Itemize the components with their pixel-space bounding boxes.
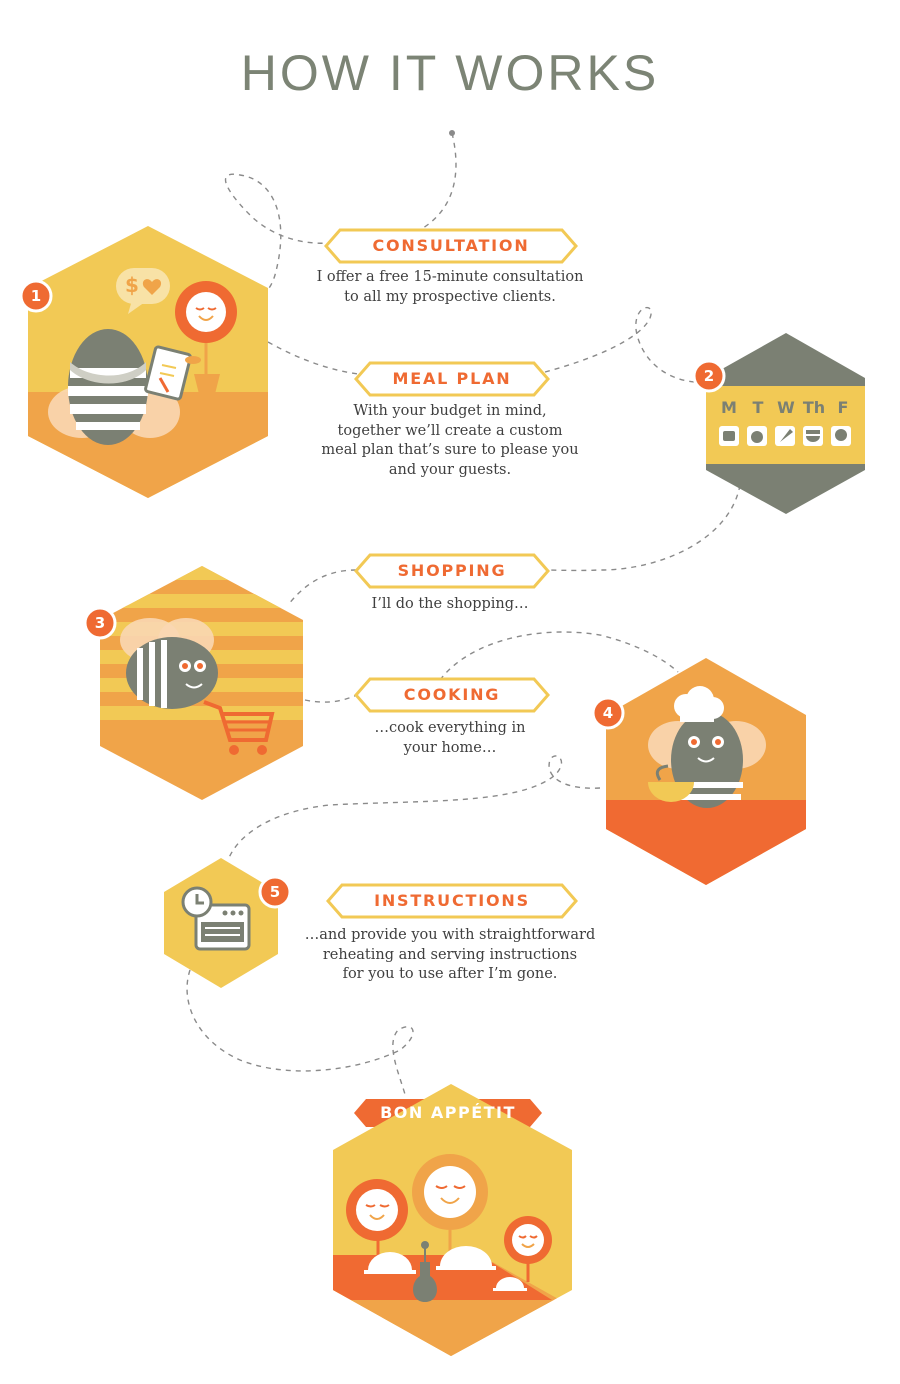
hex-cooking bbox=[606, 658, 806, 885]
banner-consultation bbox=[324, 228, 578, 264]
day-label: F bbox=[837, 398, 849, 417]
badge-step-2 bbox=[692, 359, 726, 393]
banner-meal-plan bbox=[354, 361, 550, 397]
day-label: Th bbox=[802, 398, 826, 417]
flower-face-4 bbox=[504, 1216, 552, 1264]
path-cooking-to-instructions bbox=[227, 755, 601, 861]
path-hex3-to-cooking bbox=[304, 694, 358, 703]
hex-shopping bbox=[100, 566, 303, 800]
meal-plan-days: M T W Th F bbox=[716, 398, 856, 418]
hex-instructions bbox=[164, 858, 278, 988]
badge-number-1: 1 bbox=[30, 287, 42, 305]
step-label-shopping: SHOPPING bbox=[397, 561, 507, 580]
badge-number-5: 5 bbox=[269, 883, 281, 901]
badge-number-2: 2 bbox=[703, 367, 715, 385]
step-desc-instructions: …and provide you with straightforward re… bbox=[304, 927, 596, 982]
step-label-cooking: COOKING bbox=[403, 685, 501, 704]
path-start-dot bbox=[449, 130, 455, 136]
path-meal-to-hex2 bbox=[544, 307, 696, 383]
page-title: HOW IT WORKS bbox=[240, 45, 660, 101]
badge-step-4 bbox=[591, 696, 625, 730]
step-desc-consultation: I offer a free 15-minute consultation to… bbox=[316, 269, 584, 305]
flower-face-3 bbox=[412, 1154, 488, 1230]
day-label: W bbox=[777, 398, 795, 417]
step-label-consultation: CONSULTATION bbox=[372, 236, 530, 255]
hex-meal-plan bbox=[706, 333, 865, 514]
path-hex2-to-shopping bbox=[548, 484, 741, 572]
step-label-meal-plan: MEAL PLAN bbox=[392, 369, 512, 388]
banner-shopping bbox=[354, 553, 550, 589]
clock-icon bbox=[181, 886, 213, 918]
path-shopping-to-hex3 bbox=[287, 569, 357, 606]
path-cooking-to-hex4 bbox=[439, 631, 679, 681]
badge-number-3: 3 bbox=[94, 614, 106, 632]
hex-consultation bbox=[28, 226, 268, 498]
bubble-dollar: $ bbox=[125, 273, 139, 297]
oven-icon bbox=[194, 903, 251, 951]
day-label: M bbox=[721, 398, 737, 417]
chef-hat-icon bbox=[674, 686, 724, 722]
path-instructions-to-final bbox=[186, 969, 414, 1099]
banner-instructions bbox=[326, 883, 578, 919]
banner-cooking bbox=[354, 677, 550, 713]
path-consultation-to-meal bbox=[267, 341, 359, 375]
day-label: T bbox=[752, 398, 764, 417]
flower-face-2 bbox=[346, 1179, 408, 1241]
badge-step-5 bbox=[258, 875, 292, 909]
badge-step-3 bbox=[83, 606, 117, 640]
label-banners bbox=[324, 228, 578, 919]
badge-step-1 bbox=[19, 279, 53, 313]
step-desc-meal-plan: With your budget in mind, together we’ll… bbox=[321, 403, 579, 478]
badge-number-4: 4 bbox=[602, 704, 614, 722]
final-label-bon-appetit: BON APPÉTIT bbox=[380, 1103, 516, 1122]
step-label-instructions: INSTRUCTIONS bbox=[374, 891, 530, 910]
step-desc-shopping: I’ll do the shopping… bbox=[371, 596, 529, 612]
flower-face-1 bbox=[175, 281, 237, 343]
step-desc-cooking: …cook everything in your home… bbox=[374, 720, 526, 756]
